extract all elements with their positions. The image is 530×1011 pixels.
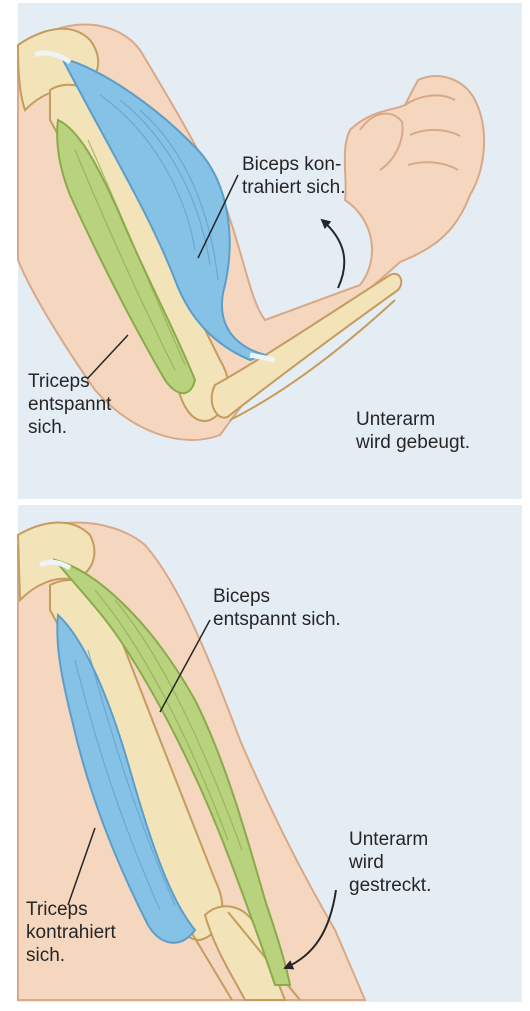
forearm-extended-label: Unterarm wird gestreckt. <box>349 829 432 896</box>
biceps-relaxed-tendon <box>38 559 72 571</box>
flexion-arrow <box>320 218 346 289</box>
triceps-contracted-pointer-line <box>67 827 96 906</box>
extended-arm <box>16 521 367 1001</box>
forearm-flexed-label: Unterarm wird gebeugt. <box>356 409 471 453</box>
thumb <box>359 112 404 171</box>
triceps-fibers <box>74 139 186 371</box>
biceps-pointer-line <box>197 174 239 259</box>
triceps-contracted-fibers <box>74 649 176 911</box>
triceps-contracts-label: Triceps kontrahiert sich. <box>26 899 116 966</box>
biceps-relaxed-pointer-line <box>159 619 211 713</box>
flexed-arm <box>16 23 485 441</box>
triceps-pointer-line <box>87 334 129 379</box>
biceps-contracts-label: Biceps kon- trahiert sich. <box>242 154 346 198</box>
triceps-relaxes-label: Triceps entspannt sich. <box>28 371 112 438</box>
fist-knuckles <box>404 94 461 171</box>
biceps-contracted <box>60 56 269 362</box>
biceps-relaxes-label: Biceps entspannt sich. <box>213 586 341 630</box>
extension-arrow <box>283 889 337 970</box>
forearm-bones <box>210 272 403 419</box>
biceps-tendon <box>33 50 276 363</box>
biceps-relaxed <box>52 558 292 986</box>
forearm-bones-ulna <box>229 299 396 421</box>
